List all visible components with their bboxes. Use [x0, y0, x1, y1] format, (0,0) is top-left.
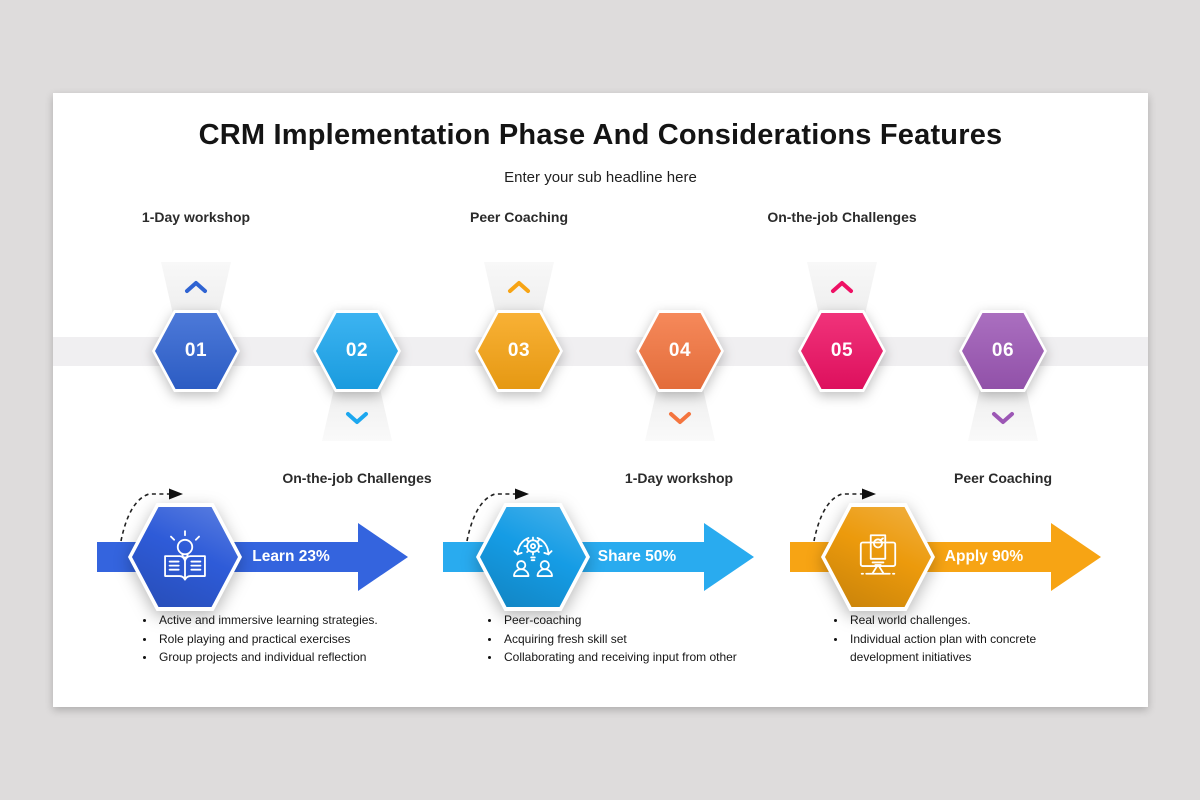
beam-up-05	[807, 262, 877, 317]
metric-label: Learn 23%	[252, 548, 330, 565]
group-hexagon	[821, 503, 935, 611]
timeline-step-hexagon: 04	[636, 310, 724, 392]
bullet-item: Individual action plan with concrete dev…	[834, 630, 1078, 667]
beam-up-01	[161, 262, 231, 317]
arrow-head	[704, 523, 754, 591]
feature-group-learn: On-the-job Challenges Learn 2	[93, 469, 432, 705]
arrow-head	[358, 523, 408, 591]
step-number: 03	[507, 340, 531, 361]
step-number: 04	[668, 340, 692, 361]
book-lightbulb-icon	[164, 530, 206, 581]
beam-down-02	[322, 386, 392, 441]
chevron-up-icon	[506, 279, 532, 295]
group-hexagon	[476, 503, 590, 611]
group-hexagon	[128, 503, 242, 611]
dashed-arrow-icon	[813, 488, 876, 542]
beam-down-04	[645, 386, 715, 441]
slide-card: CRM Implementation Phase And Considerati…	[53, 93, 1148, 707]
bullet-item: Collaborating and receiving input from o…	[488, 648, 748, 667]
timeline-step-hexagon: 01	[152, 310, 240, 392]
page-title: CRM Implementation Phase And Considerati…	[198, 119, 1003, 151]
feature-group-apply: Peer Coaching Apply 90%	[786, 469, 1108, 705]
step-number: 02	[345, 340, 369, 361]
chevron-up-icon	[829, 279, 855, 295]
chevron-down-icon	[667, 410, 693, 426]
step-number: 01	[184, 340, 208, 361]
step-label-03: Peer Coaching	[469, 209, 569, 225]
feature-group-share: 1-Day workshop	[439, 469, 761, 705]
group-header: 1-Day workshop	[624, 470, 734, 486]
bullet-item: Group projects and individual reflection	[143, 648, 427, 667]
dashed-arrow-icon	[120, 488, 183, 542]
step-number: 06	[991, 340, 1015, 361]
step-label-05: On-the-job Challenges	[767, 209, 917, 225]
step-number: 05	[830, 340, 854, 361]
monitor-chart-icon	[859, 534, 897, 575]
metric-label: Share 50%	[597, 548, 677, 565]
dashed-arrow-icon	[466, 488, 529, 542]
timeline-step-hexagon: 02	[313, 310, 401, 392]
bullet-item: Role playing and practical exercises	[143, 630, 427, 649]
chevron-down-icon	[990, 410, 1016, 426]
metric-label: Apply 90%	[944, 548, 1024, 565]
timeline-step-hexagon: 05	[798, 310, 886, 392]
bullet-item: Peer-coaching	[488, 611, 748, 630]
bullet-list: Real world challenges. Individual action…	[834, 611, 1078, 667]
page-subtitle: Enter your sub headline here	[504, 169, 697, 186]
bullet-list: Active and immersive learning strategies…	[143, 611, 427, 667]
timeline-step-hexagon: 03	[475, 310, 563, 392]
timeline-step-hexagon: 06	[959, 310, 1047, 392]
beam-down-06	[968, 386, 1038, 441]
arrow-head	[1051, 523, 1101, 591]
chevron-down-icon	[344, 410, 370, 426]
bullet-item: Acquiring fresh skill set	[488, 630, 748, 649]
beam-up-03	[484, 262, 554, 317]
step-label-01: 1-Day workshop	[141, 209, 251, 225]
group-header: Peer Coaching	[953, 470, 1053, 486]
team-gear-icon	[513, 536, 553, 577]
bullet-item: Active and immersive learning strategies…	[143, 611, 427, 630]
bullet-list: Peer-coaching Acquiring fresh skill set …	[488, 611, 748, 667]
chevron-up-icon	[183, 279, 209, 295]
group-header: On-the-job Challenges	[282, 470, 432, 486]
bullet-item: Real world challenges.	[834, 611, 1078, 630]
